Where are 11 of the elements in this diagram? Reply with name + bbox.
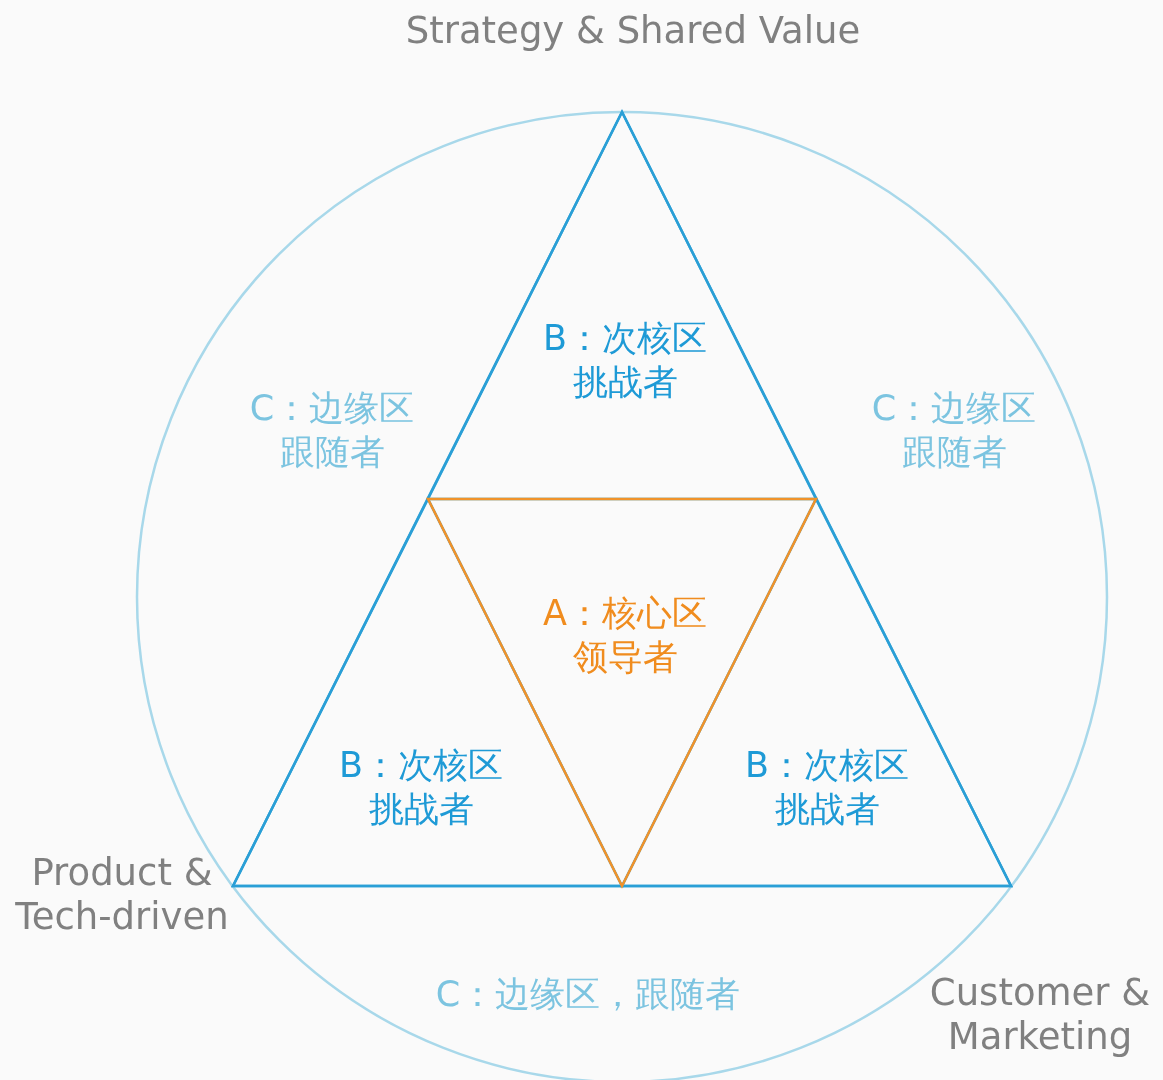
- axis-label: Customer & Marketing: [928, 971, 1152, 1059]
- axis-label: Product & Tech-driven: [14, 851, 230, 939]
- zone-label: C：边缘区，跟随者: [435, 973, 741, 1016]
- top-triangle-region: [428, 112, 816, 499]
- zone-label: C：边缘区跟随者: [248, 387, 416, 474]
- zone-label: B：次核区挑战者: [744, 744, 910, 831]
- zone-label: C：边缘区跟随者: [870, 387, 1038, 474]
- zone-label: B：次核区挑战者: [338, 744, 504, 831]
- zone-label: A：核心区领导者: [542, 592, 708, 679]
- axis-label: Strategy & Shared Value: [405, 9, 861, 53]
- zone-label: B：次核区挑战者: [542, 317, 708, 404]
